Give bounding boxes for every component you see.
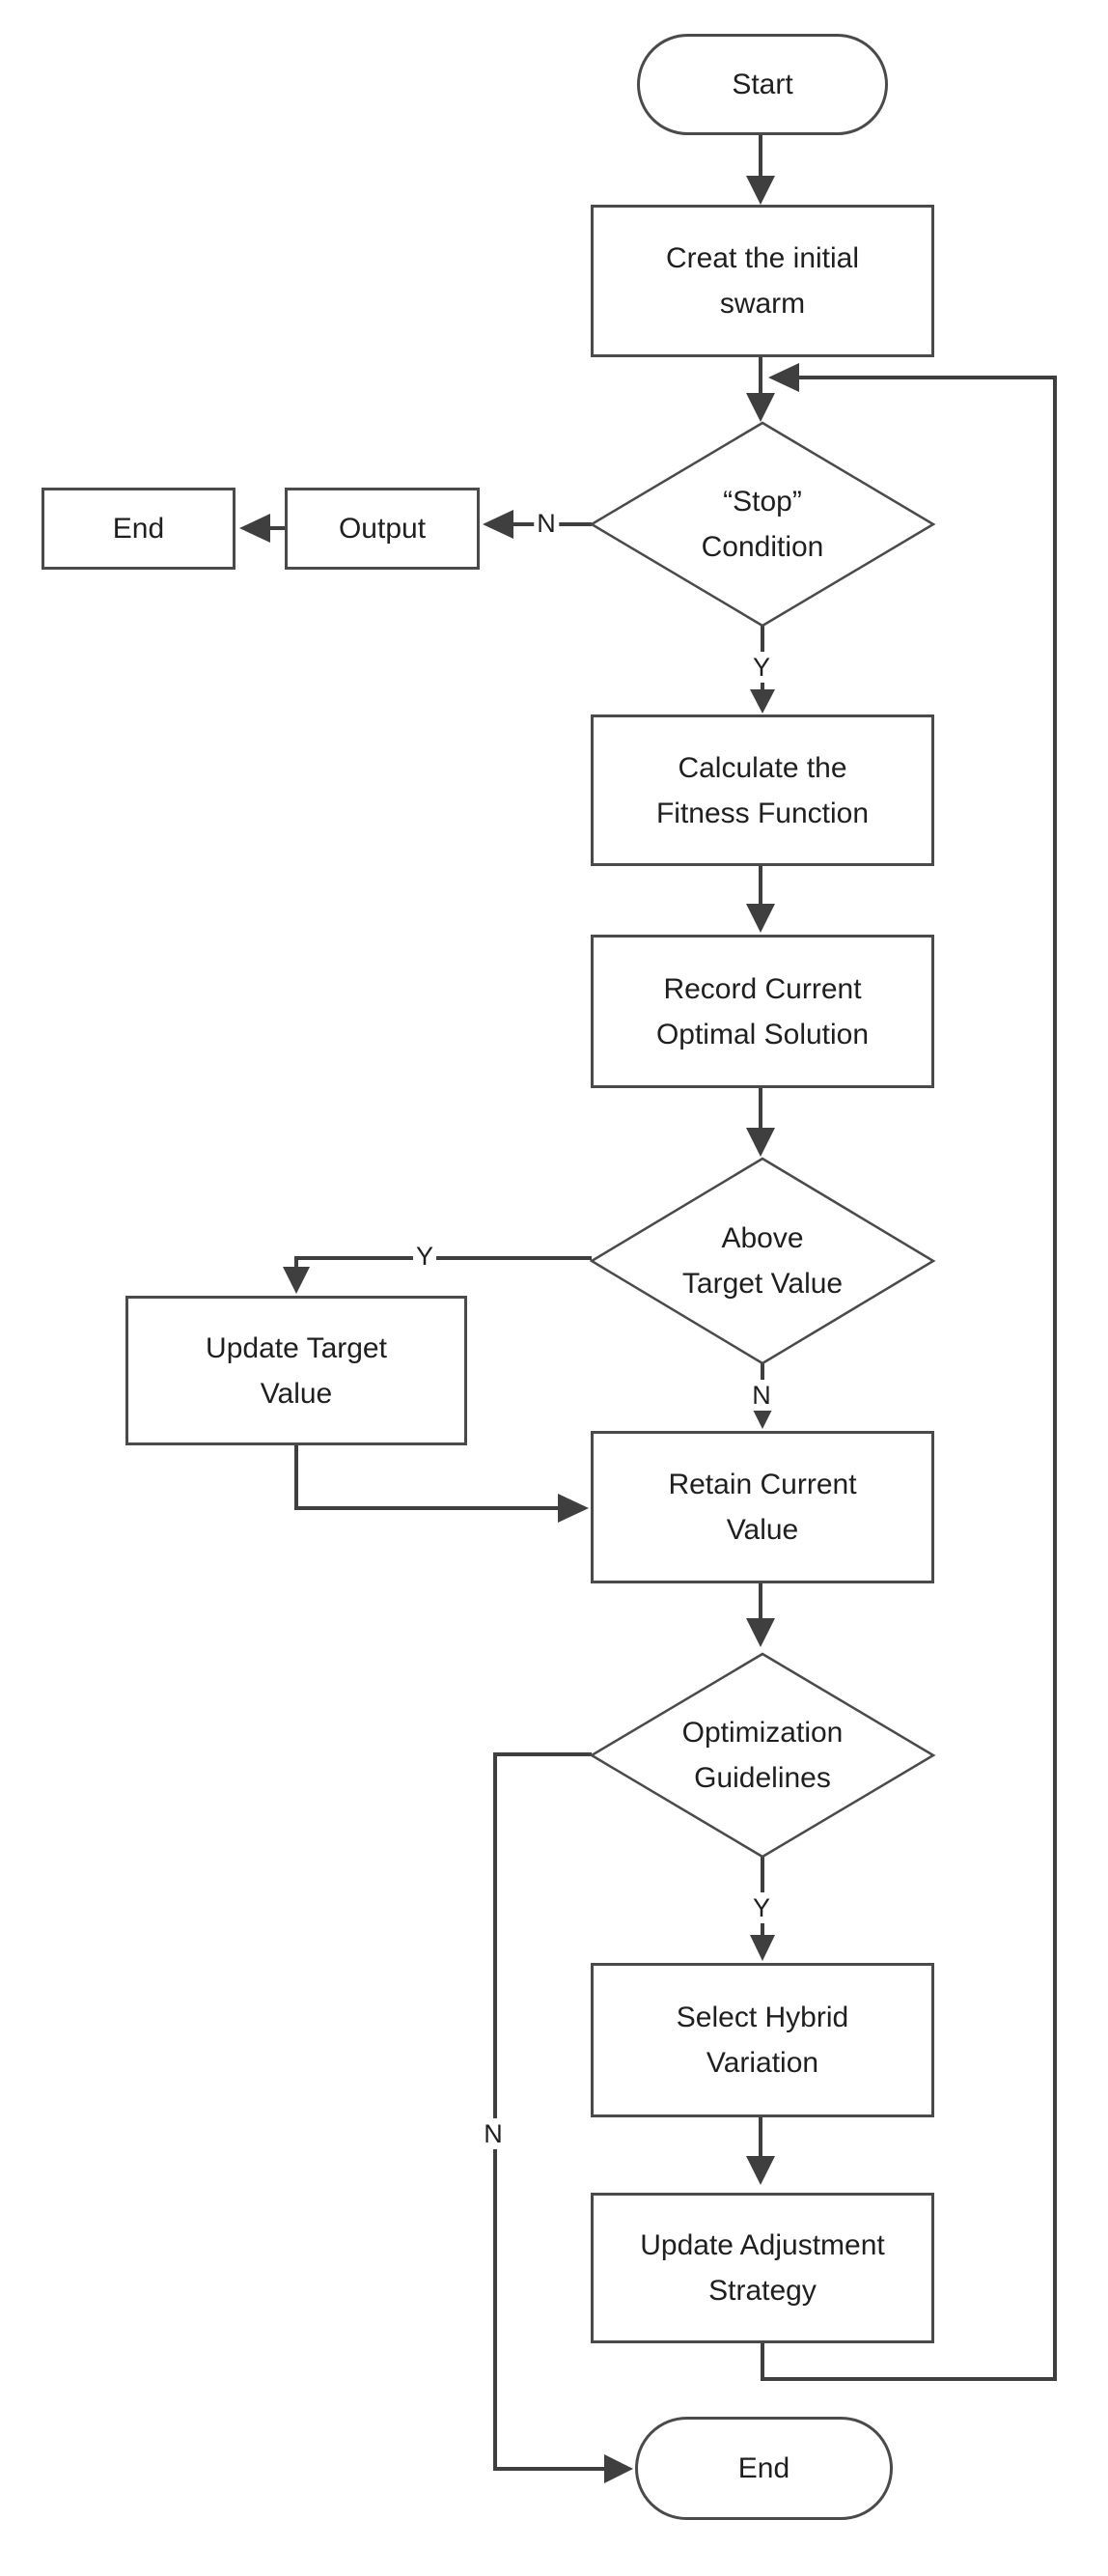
node-create-swarm: Creat the initial swarm: [591, 205, 934, 357]
stop-condition-diamond: [589, 421, 936, 628]
start-label: Start: [732, 69, 793, 100]
calculate-fitness-label-line2: Fitness Function: [655, 797, 870, 829]
arrowhead-feedback-junction: [768, 363, 799, 392]
edge-label-optimization-yes: Y: [749, 1892, 774, 1923]
above-target-label-line2: Target Value: [681, 1268, 844, 1300]
select-hybrid-label-line2: Variation: [706, 2047, 819, 2079]
node-end-bottom: End: [635, 2417, 893, 2520]
node-calculate-fitness: Calculate the Fitness Function: [591, 714, 934, 866]
retain-current-label-line1: Retain Current: [668, 1469, 857, 1500]
record-optimal-label-line1: Record Current: [663, 972, 862, 1005]
arrowhead-into-stop: [746, 393, 775, 422]
stop-condition-label-line2: Condition: [701, 531, 824, 563]
edge-feedback-loop: [761, 376, 1057, 2381]
stop-condition-label: “Stop” Condition: [598, 462, 927, 587]
node-select-hybrid: Select Hybrid Variation: [591, 1963, 934, 2117]
above-target-label: Above Target Value: [598, 1198, 927, 1324]
output-label: Output: [338, 513, 427, 545]
arrowhead-into-end-bottom: [604, 2454, 633, 2483]
above-target-label-line1: Above: [721, 1222, 804, 1254]
record-optimal-label-line2: Optimal Solution: [655, 1018, 870, 1050]
optimization-guidelines-diamond: [589, 1652, 936, 1859]
optimization-guidelines-label-line1: Optimization: [681, 1717, 844, 1749]
create-swarm-label-line2: swarm: [719, 288, 806, 320]
arrowhead-into-create: [746, 176, 775, 205]
update-adjustment-label-line1: Update Adjustment: [640, 2229, 885, 2261]
arrowhead-into-select: [750, 1935, 775, 1961]
arrowhead-into-updatetarget: [283, 1267, 310, 1294]
node-start: Start: [637, 34, 888, 135]
edge-label-above-yes: Y: [412, 1241, 437, 1272]
update-target-label-line1: Update Target: [206, 1331, 387, 1364]
retain-current-label-line2: Value: [726, 1514, 799, 1546]
node-retain-current: Retain Current Value: [591, 1431, 934, 1583]
above-target-diamond: [589, 1157, 936, 1365]
arrowhead-into-end-left: [239, 514, 270, 543]
arrowhead-into-above: [746, 1128, 775, 1157]
edge-label-above-no: N: [749, 1380, 774, 1411]
stop-condition-label-line1: “Stop”: [723, 486, 802, 518]
edge-above-updatetarget: [294, 1256, 592, 1269]
create-swarm-label-line1: Creat the initial: [665, 242, 860, 274]
arrowhead-into-optimization: [746, 1618, 775, 1647]
node-output: Output: [285, 488, 480, 570]
edge-label-optimization-no: N: [481, 2118, 506, 2149]
arrowhead-into-record: [746, 904, 775, 933]
select-hybrid-label-line1: Select Hybrid: [676, 2002, 849, 2033]
calculate-fitness-label-line1: Calculate the: [678, 751, 847, 784]
arrowhead-into-output: [483, 510, 513, 539]
node-update-adjustment: Update Adjustment Strategy: [591, 2193, 934, 2343]
edge-optimization-end: [493, 1752, 604, 2471]
update-adjustment-label-line2: Strategy: [708, 2275, 817, 2307]
arrowhead-into-retain-top: [752, 1408, 773, 1429]
end-left-label: End: [112, 513, 165, 545]
update-target-label-line2: Value: [260, 1377, 333, 1410]
node-record-optimal: Record Current Optimal Solution: [591, 935, 934, 1088]
node-update-target: Update Target Value: [125, 1296, 467, 1445]
optimization-guidelines-label: Optimization Guidelines: [598, 1693, 927, 1818]
arrowhead-into-updateadjustment: [746, 2156, 775, 2185]
node-end-left: End: [42, 488, 235, 570]
arrowhead-into-retain-left: [558, 1494, 589, 1523]
edge-label-stop-no: N: [534, 508, 559, 539]
edge-updatetarget-retain: [294, 1445, 558, 1510]
end-bottom-label: End: [737, 2452, 790, 2484]
edge-label-stop-yes: Y: [749, 652, 774, 683]
arrowhead-into-calculate: [750, 689, 775, 714]
optimization-guidelines-label-line2: Guidelines: [694, 1762, 831, 1794]
